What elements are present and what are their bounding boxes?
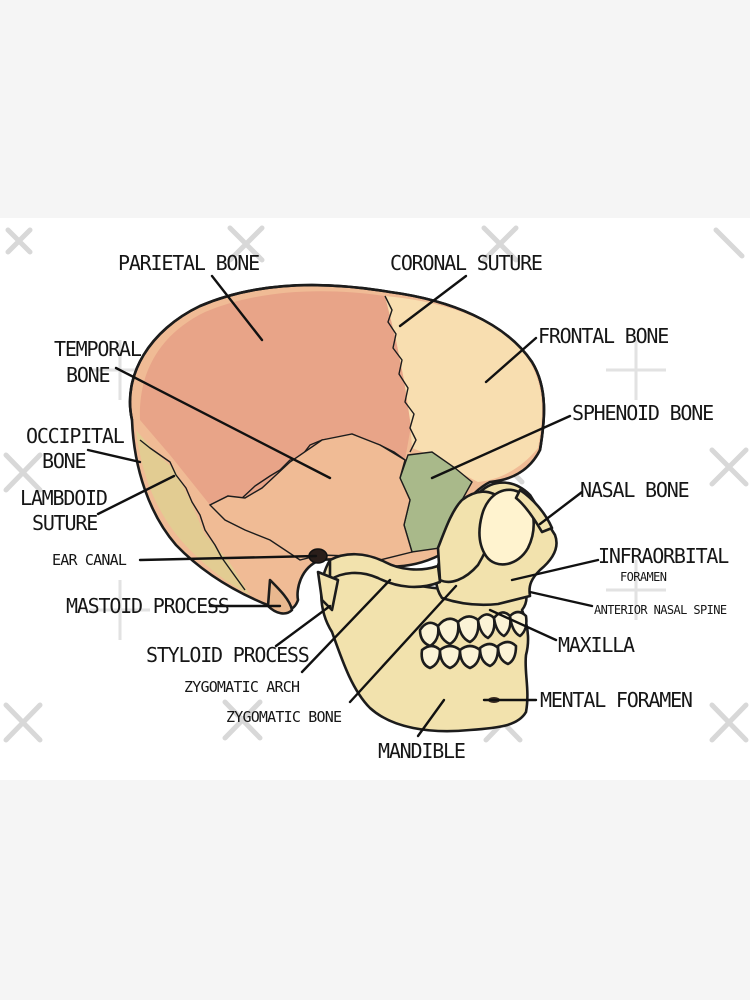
- skull-illustration: [128, 283, 558, 733]
- leader-mandible: [416, 698, 446, 738]
- label-maxilla: MAXILLA: [558, 633, 635, 657]
- leader-styloid: [274, 604, 332, 648]
- label-ear-canal: EAR CANAL: [52, 551, 127, 569]
- leader-frontal: [484, 336, 538, 384]
- leader-temporal: [114, 366, 332, 480]
- occipital-region: [136, 430, 250, 595]
- label-parietal-bone: PARIETAL BONE: [118, 251, 259, 275]
- label-zygomatic-bone: ZYGOMATIC BONE: [226, 708, 342, 726]
- label-infraorbital-foramen-line2: FORAMEN: [620, 570, 667, 584]
- label-frontal-bone: FRONTAL BONE: [538, 324, 668, 348]
- leader-coronal: [398, 274, 468, 328]
- label-sphenoid-bone: SPHENOID BONE: [572, 401, 713, 425]
- zygomatic-arch-shape: [328, 552, 442, 589]
- leader-infraorbital: [510, 558, 600, 582]
- styloid-shape: [316, 570, 340, 612]
- label-mastoid-process: MASTOID PROCESS: [66, 594, 229, 618]
- label-lambdoid-suture-line2: SUTURE: [32, 511, 97, 535]
- label-temporal-bone-line1: TEMPORAL: [54, 337, 142, 361]
- labels: PARIETAL BONE CORONAL SUTURE FRONTAL BON…: [20, 251, 730, 763]
- orbit-shape: [478, 488, 535, 566]
- label-zygomatic-arch: ZYGOMATIC ARCH: [184, 678, 300, 696]
- label-styloid-process: STYLOID PROCESS: [146, 643, 309, 667]
- leader-sphenoid: [430, 414, 572, 480]
- frontal-region: [385, 296, 542, 482]
- leader-lines: [86, 274, 600, 738]
- label-mental-foramen: MENTAL FORAMEN: [540, 688, 692, 712]
- leader-maxilla: [488, 608, 558, 642]
- label-infraorbital-foramen-line1: INFRAORBITAL: [598, 544, 729, 568]
- leader-ear-canal: [138, 554, 318, 562]
- leader-zygomatic-bone: [348, 584, 458, 704]
- label-occipital-bone-line1: OCCIPITAL: [26, 424, 125, 448]
- label-anterior-nasal-spine: ANTERIOR NASAL SPINE: [594, 603, 727, 617]
- leader-occipital: [86, 448, 142, 464]
- label-nasal-bone: NASAL BONE: [580, 478, 689, 502]
- label-mandible: MANDIBLE: [378, 739, 465, 763]
- leader-zygomatic-arch: [300, 578, 392, 674]
- label-occipital-bone-line2: BONE: [42, 449, 86, 473]
- label-lambdoid-suture-line1: LAMBDOID: [20, 486, 107, 510]
- label-coronal-suture: CORONAL SUTURE: [390, 251, 542, 275]
- lower-teeth: [420, 640, 518, 670]
- parietal-region: [139, 291, 412, 505]
- leader-anterior-nasal-spine: [528, 590, 594, 608]
- coronal-suture-line: [384, 295, 417, 453]
- leader-lambdoid: [96, 474, 176, 516]
- label-temporal-bone-line2: BONE: [66, 363, 110, 387]
- leader-nasal: [538, 490, 584, 526]
- temporal-region: [208, 433, 413, 561]
- leader-parietal: [210, 274, 264, 342]
